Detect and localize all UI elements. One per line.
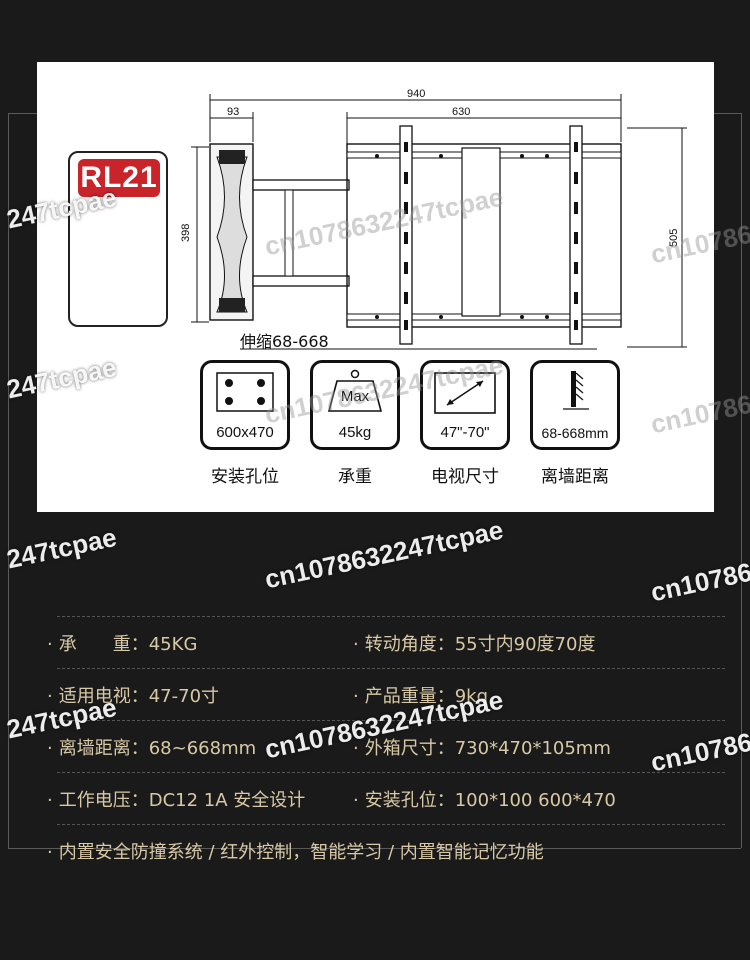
spec-right: ·外箱尺寸：730*470*105mm [353, 738, 611, 759]
tv-size-caption: 电视尺寸 [431, 467, 499, 487]
load-card: Max 45kg [310, 360, 400, 450]
spec-left: ·离墙距离：68~668mm [47, 738, 257, 759]
load-value: 45kg [338, 424, 372, 441]
mounting-holes-caption: 安装孔位 [211, 467, 279, 487]
brand-logo: RL21 [78, 159, 160, 197]
weight-icon [327, 369, 383, 412]
spec-row: ·适用电视：47-70寸 ·产品重量：9kg [47, 668, 725, 721]
dim-tv-height: 505 [668, 229, 680, 247]
spec-row: ·工作电压：DC12 1A 安全设计 ·安装孔位：100*100 600*470 [47, 772, 725, 825]
wall-distance-card: 68-668mm [530, 360, 620, 450]
spec-left: ·工作电压：DC12 1A 安全设计 [47, 790, 306, 811]
load-max-badge: Max [340, 388, 370, 405]
mounting-holes-card: 600x470 [200, 360, 290, 450]
product-diagram-panel: 940 93 630 398 505 RL21 伸缩68-668 600x470… [37, 62, 714, 512]
load-caption: 承重 [338, 467, 372, 487]
spec-footer: ·内置安全防撞系统 / 红外控制，智能学习 / 内置智能记忆功能 [47, 842, 544, 863]
dim-arm-width: 93 [227, 106, 239, 118]
spec-right: ·转动角度：55寸内90度70度 [353, 634, 596, 655]
watermark: 247tcpae [4, 521, 120, 575]
wall-distance-icon [563, 371, 589, 410]
spec-left: ·承 重：45KG [47, 634, 198, 655]
spec-right: ·安装孔位：100*100 600*470 [353, 790, 616, 811]
spec-row: ·承 重：45KG ·转动角度：55寸内90度70度 [47, 616, 725, 669]
frame-right-line [741, 113, 742, 848]
specs-top-divider [57, 616, 725, 617]
mounting-holes-value: 600x470 [216, 424, 274, 441]
dim-arm-height: 398 [180, 224, 192, 242]
mount-technical-drawing: 940 93 630 398 505 [180, 88, 687, 348]
mounting-holes-icon [216, 372, 274, 412]
dim-overall-width: 940 [407, 88, 425, 100]
spec-row: ·离墙距离：68~668mm ·外箱尺寸：730*470*105mm [47, 720, 725, 773]
frame-left-line [8, 113, 9, 848]
tv-diagonal-icon [434, 372, 496, 414]
spec-right: ·产品重量：9kg [353, 686, 489, 707]
dim-plate-width: 630 [452, 106, 470, 118]
watermark: cn1078632247tcpae [262, 514, 506, 595]
spec-left: ·适用电视：47-70寸 [47, 686, 220, 707]
telescope-range-label: 伸缩68-668 [240, 332, 329, 351]
frame-bottom-line [8, 848, 741, 849]
wall-distance-caption: 离墙距离 [541, 467, 609, 487]
spec-icons-row: 600x470 安装孔位 Max 45kg 承重 47"-70" 电视尺寸 [37, 360, 714, 490]
brand-badge: RL21 [68, 151, 168, 327]
watermark: cn10786 [648, 556, 750, 608]
tv-size-value: 47"-70" [440, 424, 490, 441]
wall-distance-value: 68-668mm [541, 425, 609, 441]
tv-size-card: 47"-70" [420, 360, 510, 450]
